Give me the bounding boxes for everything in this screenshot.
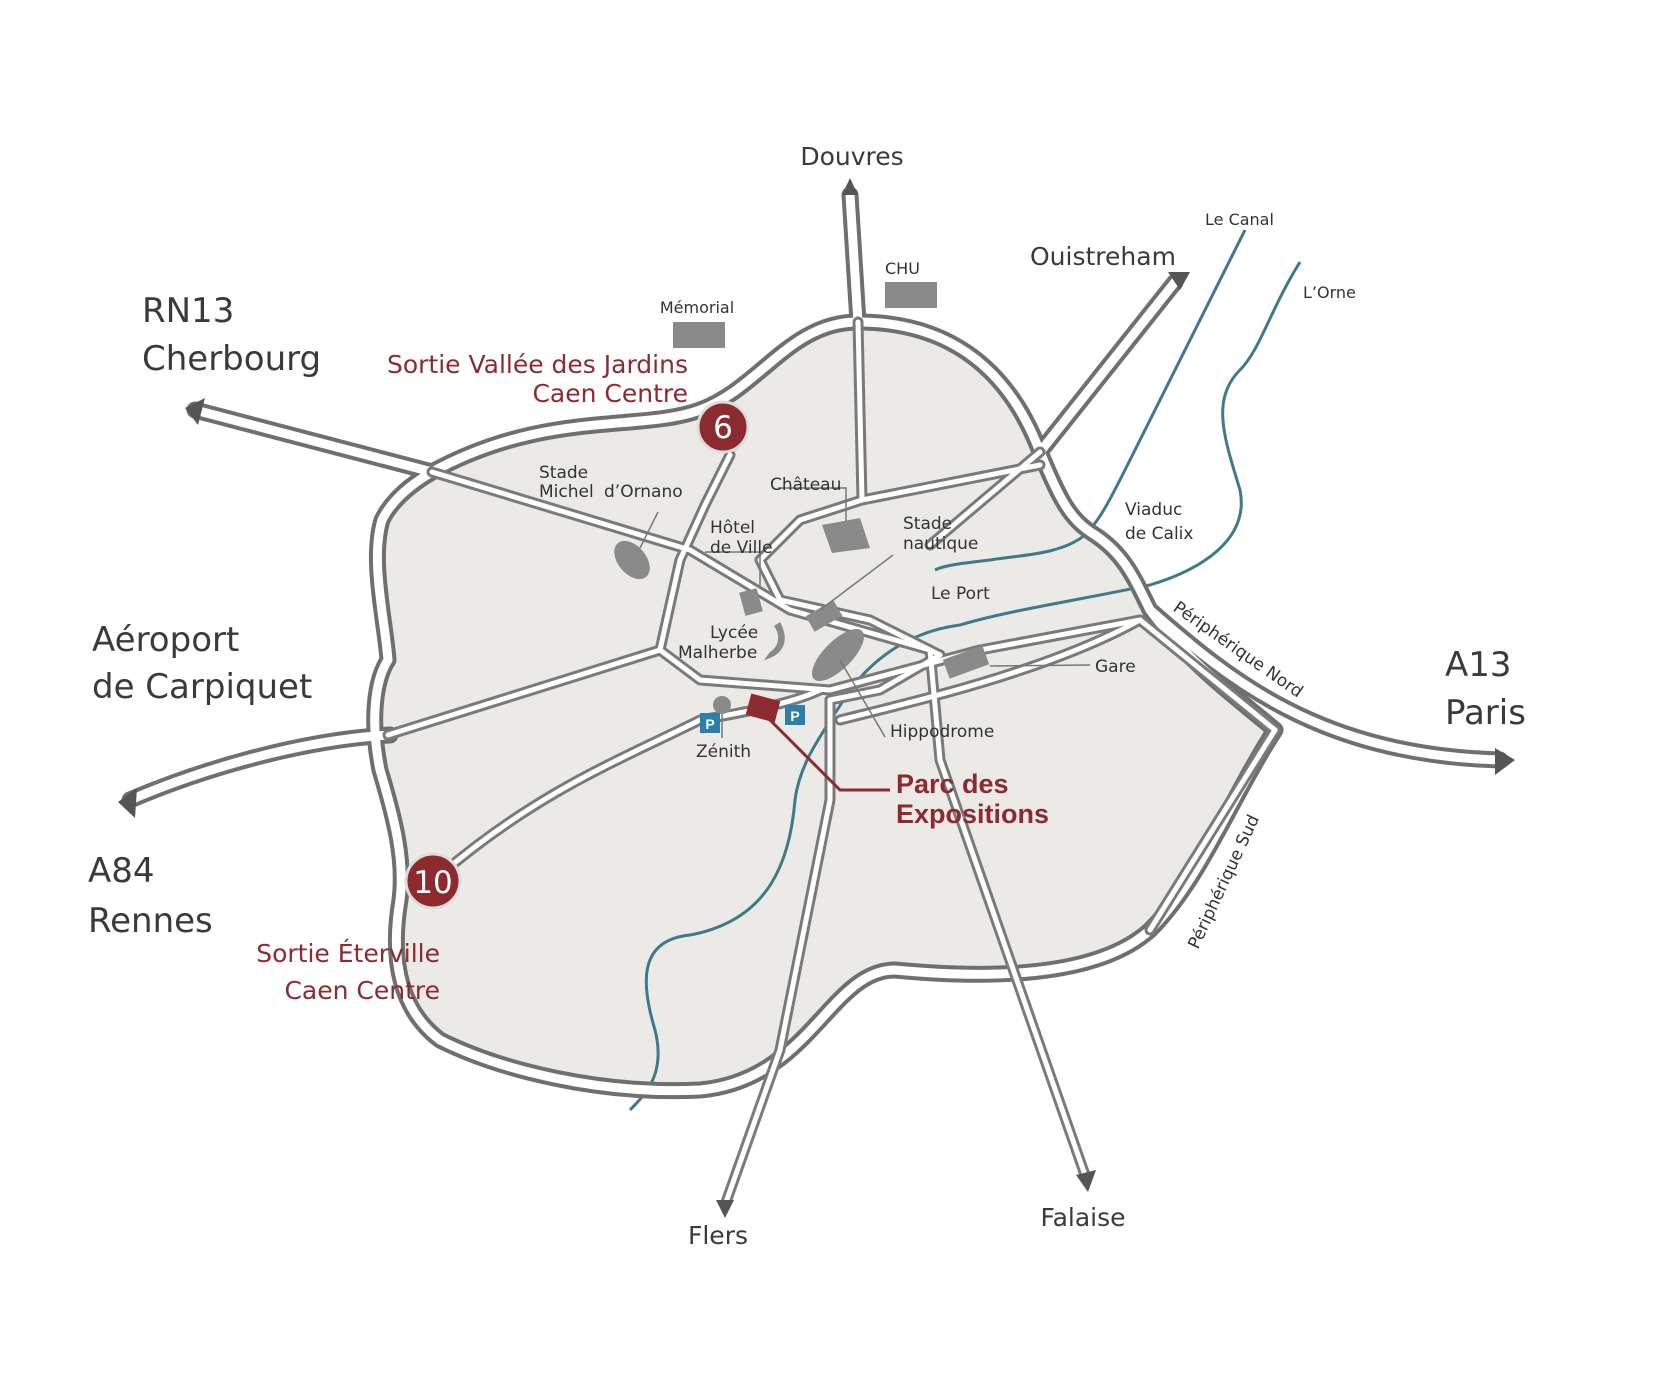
- dest-falaise: Falaise: [1040, 1203, 1125, 1232]
- buildings: [614, 282, 990, 714]
- arrow-head-icon: [716, 1200, 734, 1218]
- building-icon: [713, 696, 731, 714]
- poi-hotel: Hôtel: [710, 518, 755, 538]
- exit-10-label-line2: Caen Centre: [284, 976, 440, 1005]
- building-icon: [805, 600, 843, 632]
- building-icon: [812, 629, 864, 681]
- building-icon: [673, 322, 725, 348]
- poi-d-ornano: d’Ornano: [604, 482, 683, 502]
- exit-marker-10: 10: [404, 852, 462, 910]
- arrow-heads: [118, 178, 1515, 1218]
- svg-text:P: P: [705, 716, 714, 732]
- arrow-head-icon: [118, 788, 137, 818]
- exit-10-label-line1: Sortie Éterville: [256, 939, 440, 968]
- poi-stade-nautique-2: nautique: [903, 534, 978, 554]
- svg-text:P: P: [790, 708, 799, 724]
- poi-l-orne: L’Orne: [1303, 283, 1356, 302]
- dest-aeroport: Aéroport: [92, 620, 239, 660]
- building-icon: [739, 588, 763, 616]
- svg-text:6: 6: [713, 410, 733, 446]
- parc-label-line1: Parc des: [896, 769, 1009, 799]
- poi-hippodrome: Hippodrome: [890, 722, 994, 742]
- poi-chu: CHU: [885, 259, 920, 278]
- poi-de-ville: de Ville: [710, 538, 773, 558]
- poi-malherbe: Malherbe: [678, 643, 757, 663]
- parking-icon: P: [700, 713, 720, 733]
- exit-6-label-line1: Sortie Vallée des Jardins: [387, 350, 688, 379]
- building-icon: [885, 282, 937, 308]
- dest-a84: A84: [88, 851, 155, 891]
- parc-leader-line: [763, 713, 890, 792]
- arrow-head-icon: [842, 178, 858, 195]
- svg-text:10: 10: [413, 865, 452, 901]
- parking-icon: P: [785, 705, 805, 725]
- poi-le-canal: Le Canal: [1205, 210, 1274, 229]
- exit-6-label-line2: Caen Centre: [532, 379, 688, 408]
- poi-memorial: Mémorial: [660, 298, 734, 317]
- dest-paris: Paris: [1445, 693, 1526, 733]
- arrow-head-icon: [1168, 272, 1190, 290]
- dest-rn13: RN13: [142, 291, 234, 331]
- poi-stade: Stade: [539, 463, 588, 483]
- dest-rennes: Rennes: [88, 901, 213, 941]
- exit-marker-icon: [404, 852, 462, 910]
- exit-marker-6: 6: [696, 400, 750, 454]
- poi-viaduc: Viaduc: [1125, 500, 1182, 520]
- dest-flers: Flers: [688, 1221, 748, 1250]
- river-canal: [934, 229, 1247, 572]
- poi-de-calix: de Calix: [1125, 524, 1193, 544]
- poi-zenith: Zénith: [696, 742, 751, 762]
- arrow-head-icon: [1076, 1170, 1096, 1192]
- poi-gare: Gare: [1095, 657, 1136, 677]
- parc-label-line2: Expositions: [896, 799, 1049, 829]
- arrow-head-icon: [1495, 748, 1515, 775]
- poi-le-port: Le Port: [931, 584, 990, 604]
- poi-chateau: Château: [770, 475, 841, 495]
- arrow-head-icon: [185, 398, 205, 425]
- poi-lycee: Lycée: [710, 623, 758, 643]
- building-icon: [614, 540, 650, 580]
- poi-stade-nautique-1: Stade: [903, 514, 952, 534]
- leader-lines: [639, 487, 1091, 738]
- building-icon: [764, 622, 785, 660]
- roads-main: [125, 190, 1505, 1096]
- building-icon: [822, 518, 870, 553]
- dest-ouistreham: Ouistreham: [1030, 242, 1176, 271]
- dest-a13: A13: [1445, 645, 1512, 685]
- building-icon: [942, 645, 990, 679]
- dest-carpiquet: de Carpiquet: [92, 667, 312, 707]
- poi-michel: Michel: [539, 482, 594, 502]
- dest-cherbourg: Cherbourg: [142, 339, 321, 379]
- exit-marker-icon: [696, 400, 750, 454]
- parc-expositions-marker: [745, 693, 781, 723]
- dest-douvres: Douvres: [800, 142, 903, 171]
